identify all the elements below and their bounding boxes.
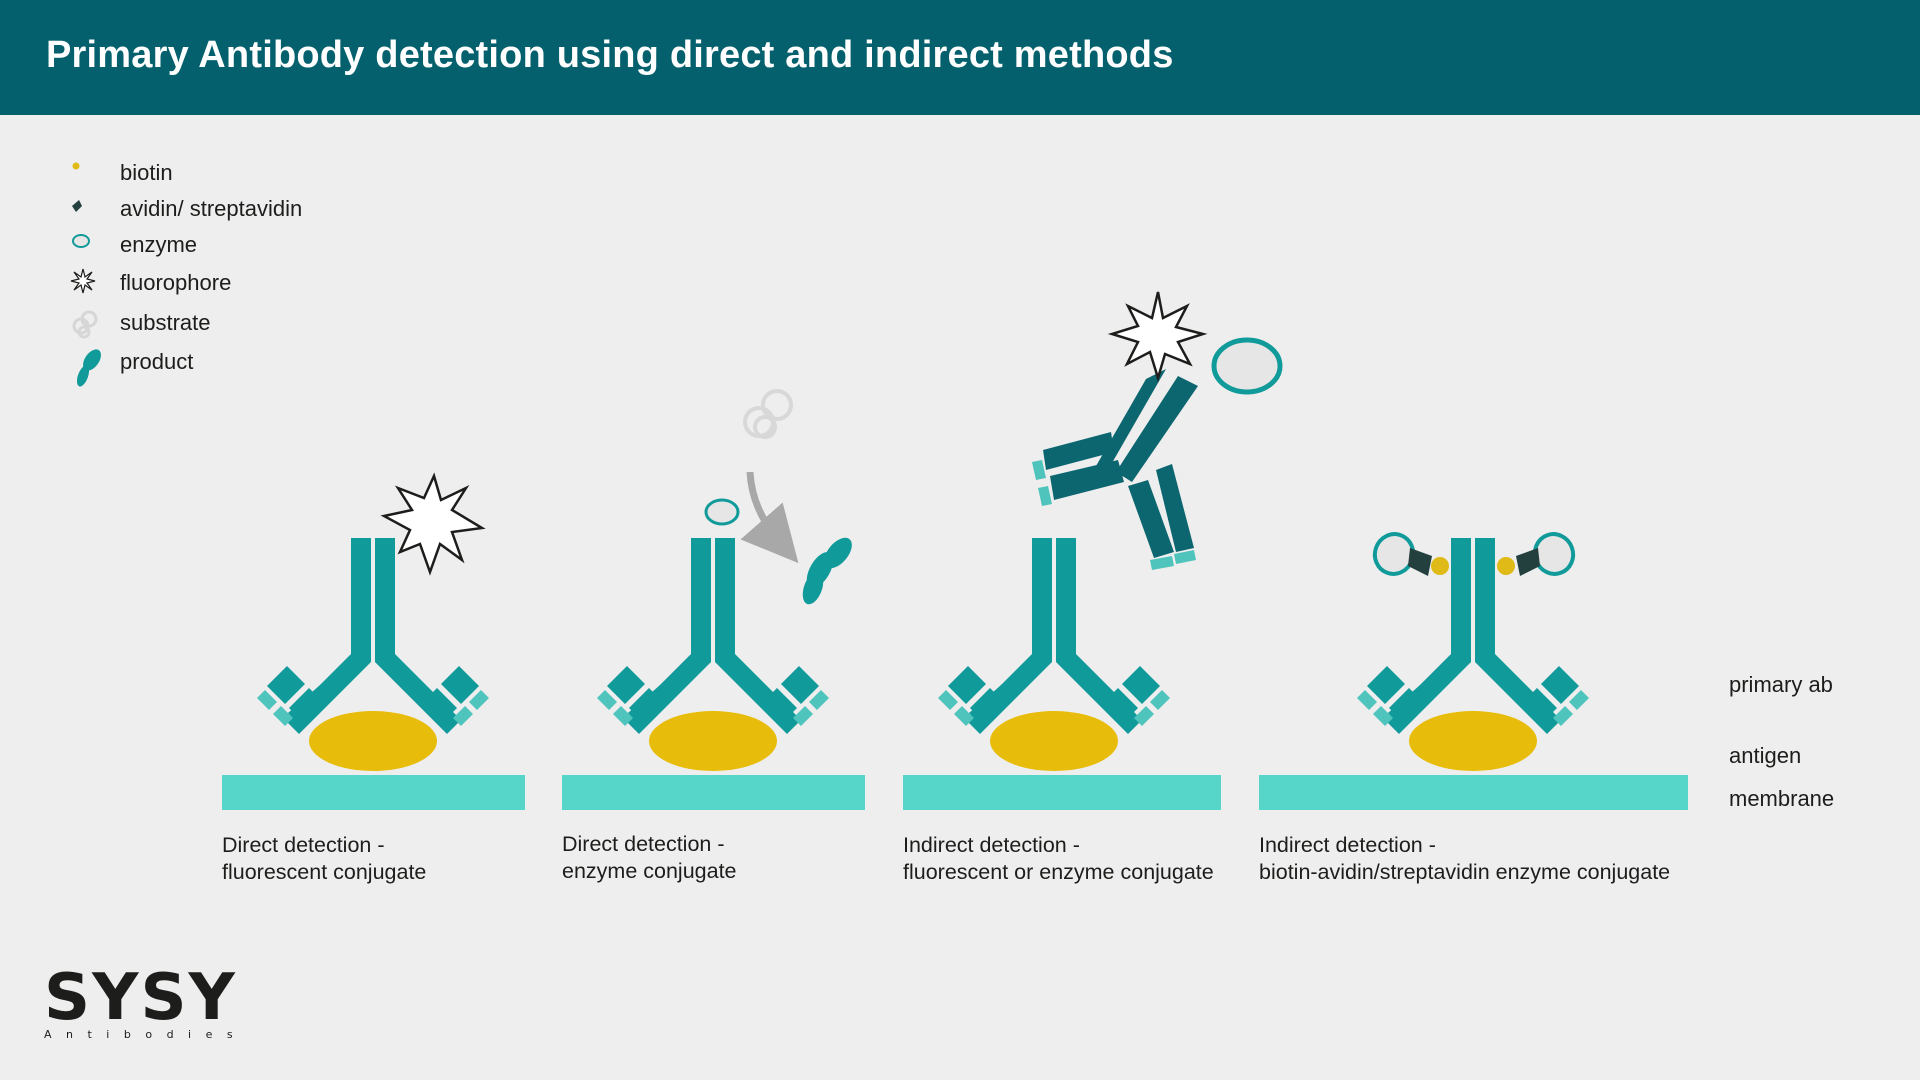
primary-antibody xyxy=(597,538,829,734)
product-shape-icon xyxy=(76,349,101,387)
caption-line: fluorescent conjugate xyxy=(222,860,427,884)
avidin-left xyxy=(1408,548,1432,576)
membrane-bar xyxy=(1259,775,1688,810)
biotin-dot-icon xyxy=(72,162,80,170)
substrate-circles-icon xyxy=(72,310,98,339)
label-membrane: membrane xyxy=(1729,786,1835,811)
caption-line: fluorescent or enzyme conjugate xyxy=(903,860,1214,884)
fluorophore-star xyxy=(380,472,486,576)
caption-line: enzyme conjugate xyxy=(562,859,737,883)
page-title: Primary Antibody detection using direct … xyxy=(46,34,1174,76)
avidin-diamond-icon xyxy=(72,200,82,212)
sysy-logo: SYSY Antibodies xyxy=(44,961,248,1042)
legend-label-avidin: avidin/ streptavidin xyxy=(120,196,303,221)
antigen xyxy=(990,711,1118,771)
legend-label-substrate: substrate xyxy=(120,310,211,335)
biotin-left xyxy=(1431,557,1449,575)
header-bar: Primary Antibody detection using direct … xyxy=(0,0,1920,115)
caption-panel-1: Direct detection - fluorescent conjugate xyxy=(222,832,426,886)
caption-line: Direct detection - xyxy=(222,833,385,857)
legend-label-enzyme: enzyme xyxy=(120,232,198,257)
secondary-antibody xyxy=(1032,369,1198,570)
caption-panel-4: Indirect detection - biotin-avidin/strep… xyxy=(1259,832,1670,886)
label-primary-ab: primary ab xyxy=(1729,672,1833,697)
enzyme-ring xyxy=(704,498,740,526)
fluorophore-star xyxy=(1107,291,1208,383)
primary-antibody xyxy=(938,538,1170,734)
biotin-right xyxy=(1497,557,1515,575)
legend-label-biotin: biotin xyxy=(120,160,173,185)
caption-panel-3: Indirect detection - fluorescent or enzy… xyxy=(903,832,1214,886)
logo-subtitle: Antibodies xyxy=(44,1028,248,1041)
reaction-arrow xyxy=(740,471,799,564)
panel-indirect-fluorescent-enzyme xyxy=(903,291,1283,810)
caption-line: Indirect detection - xyxy=(1259,833,1436,857)
caption-panel-2: Direct detection - enzyme conjugate xyxy=(562,831,737,885)
antigen xyxy=(1409,711,1537,771)
product-shape xyxy=(802,537,852,605)
fluorophore-star-icon xyxy=(70,268,96,294)
logo-wordmark: SYSY xyxy=(44,961,237,1035)
membrane-bar xyxy=(222,775,525,810)
primary-antibody xyxy=(257,538,489,734)
caption-line: Direct detection - xyxy=(562,832,725,856)
membrane-bar xyxy=(562,775,865,810)
caption-line: biotin-avidin/streptavidin enzyme conjug… xyxy=(1259,860,1671,884)
avidin-right xyxy=(1516,548,1540,576)
legend-label-fluorophore: fluorophore xyxy=(120,270,232,295)
antigen xyxy=(309,711,437,771)
panel-direct-fluorescent xyxy=(222,472,525,810)
enzyme-ring xyxy=(1211,337,1283,395)
enzyme-ring-icon xyxy=(72,234,90,248)
antigen xyxy=(649,711,777,771)
legend-label-product: product xyxy=(120,349,194,374)
membrane-bar xyxy=(903,775,1221,810)
panel-indirect-biotin-avidin xyxy=(1259,532,1688,810)
caption-line: Indirect detection - xyxy=(903,833,1080,857)
label-antigen: antigen xyxy=(1729,743,1802,768)
substrate-circles xyxy=(743,389,793,439)
panel-direct-enzyme xyxy=(562,389,865,810)
